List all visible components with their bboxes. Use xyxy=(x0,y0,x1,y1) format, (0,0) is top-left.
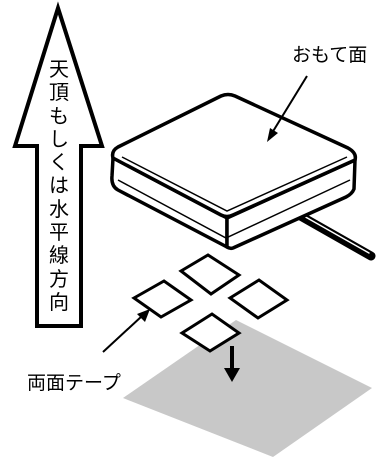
arrow-label-char: 頂 xyxy=(49,80,69,105)
arrow-label-char: は xyxy=(49,173,69,198)
arrow-label-char: 平 xyxy=(49,220,69,245)
arrow-label-char: も xyxy=(49,103,69,128)
device-top-face xyxy=(110,92,358,219)
arrow-label: 天 頂 も し く は 水 平 線 方 向 xyxy=(37,57,81,314)
arrow-label-char: 天 xyxy=(49,57,69,81)
device-side-left xyxy=(110,156,229,249)
leader-arrowhead-front xyxy=(267,128,278,142)
arrow-label-char: 水 xyxy=(49,196,69,221)
tape-pad-top xyxy=(178,253,242,296)
cable xyxy=(292,209,376,261)
arrow-label-char: 方 xyxy=(49,266,69,291)
antenna-device xyxy=(110,92,358,251)
tape-pad-left xyxy=(131,279,194,319)
leader-line-front xyxy=(271,75,308,134)
arrow-label-char: く xyxy=(49,150,69,175)
orientation-arrow xyxy=(12,1,105,328)
arrow-label-char: し xyxy=(49,126,69,151)
device-bottom-edge xyxy=(117,179,351,239)
leader-arrowhead-tape xyxy=(137,309,150,322)
mounting-surface xyxy=(123,320,372,457)
arrow-label-char: 向 xyxy=(49,289,69,314)
front-face-label: おもて面 xyxy=(292,44,368,66)
arrow-label-char: 線 xyxy=(49,243,69,268)
cable-highlight xyxy=(301,214,370,254)
double-sided-tape-label: 両面テープ xyxy=(27,372,121,394)
tape-pad-bottom xyxy=(179,312,242,353)
device-top-bevel xyxy=(121,156,348,212)
down-arrow-head xyxy=(224,368,240,382)
leader-line-tape xyxy=(102,315,143,353)
tape-pad-right xyxy=(227,278,290,320)
device-side-right xyxy=(225,158,357,251)
